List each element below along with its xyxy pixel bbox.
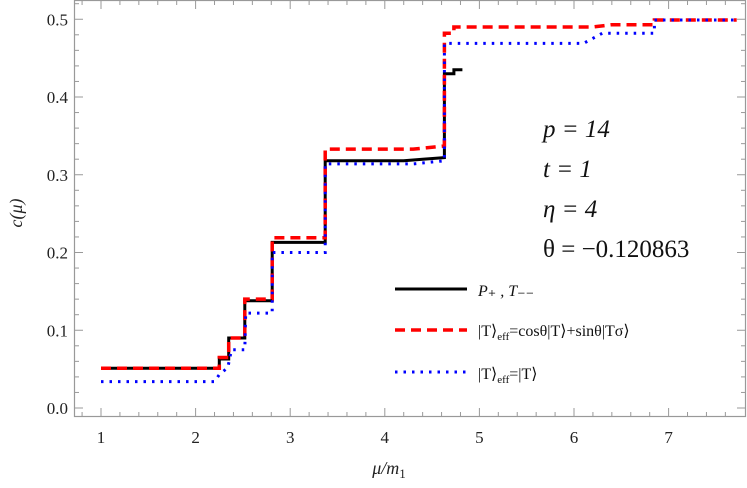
parameter-annotations: p = 14 t = 1 η = 4 θ = −0.120863 (541, 116, 689, 263)
y-tick-label: 0.1 (47, 321, 68, 340)
legend-label-1: P₊ , T₋₋ (477, 283, 534, 300)
x-axis-ticks (81, 1, 726, 416)
series-line-dotted (101, 18, 737, 384)
y-tick-label: 0.4 (47, 88, 69, 107)
y-tick-label: 0.5 (47, 10, 68, 29)
y-tick-label: 0.0 (47, 399, 68, 418)
x-tick-label: 4 (381, 428, 390, 447)
y-axis-tick-labels: 0.0 0.1 0.2 0.3 0.4 0.5 (47, 10, 69, 418)
series-line-solid (101, 68, 463, 370)
plot-frame (73, 0, 747, 418)
x-axis-tick-labels: 1 2 3 4 5 6 7 (97, 428, 674, 447)
legend: P₊ , T₋₋ |T⟩eff=cosθ|T⟩+sinθ|Tσ⟩ |T⟩eff=… (395, 283, 630, 386)
x-tick-label: 3 (286, 428, 295, 447)
y-axis-ticks (75, 3, 745, 409)
x-tick-label: 1 (97, 428, 106, 447)
y-tick-label: 0.3 (47, 166, 68, 185)
annotation-p: p = 14 (541, 116, 610, 143)
series-line-dashed (101, 18, 737, 371)
plot-series (101, 18, 737, 384)
y-axis-title: c(μ) (6, 198, 27, 227)
x-tick-label: 6 (570, 428, 579, 447)
legend-label-3: |T⟩eff=|T⟩ (478, 366, 537, 386)
x-tick-label: 2 (191, 428, 200, 447)
annotation-eta: η = 4 (543, 196, 597, 223)
x-axis-title: μ/m1 (371, 458, 406, 481)
annotation-theta: θ = −0.120863 (543, 236, 689, 263)
annotation-t: t = 1 (543, 156, 592, 183)
legend-label-2: |T⟩eff=cosθ|T⟩+sinθ|Tσ⟩ (478, 323, 630, 343)
x-tick-label: 5 (475, 428, 484, 447)
x-tick-label: 7 (664, 428, 673, 447)
y-tick-label: 0.2 (47, 244, 68, 263)
